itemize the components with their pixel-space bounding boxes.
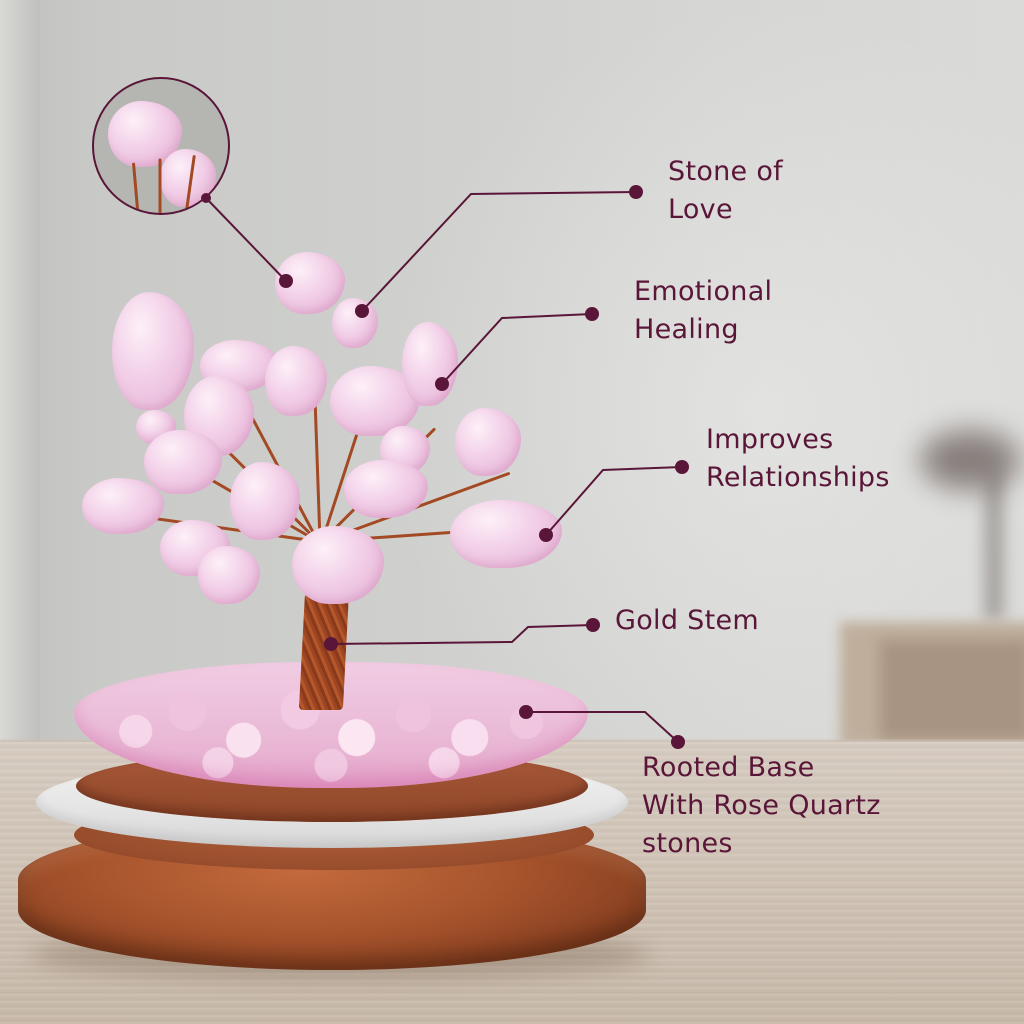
background-lamp-stem bbox=[985, 470, 1003, 620]
callout-label-rooted-base: Rooted Base With Rose Quartz stones bbox=[642, 749, 881, 863]
gold-stem-line bbox=[330, 624, 594, 645]
callout-dot bbox=[279, 274, 293, 288]
background-lamp bbox=[920, 430, 1020, 490]
zoom-callout-line bbox=[205, 197, 287, 282]
label-line: Stone of bbox=[668, 156, 783, 187]
callout-dot bbox=[355, 304, 369, 318]
quartz-stone bbox=[265, 346, 327, 416]
callout-dot bbox=[519, 705, 533, 719]
callout-dot bbox=[675, 460, 689, 474]
improves-relationships-line bbox=[545, 466, 683, 536]
quartz-stone bbox=[332, 298, 378, 348]
quartz-stone bbox=[230, 462, 300, 540]
quartz-stone bbox=[144, 430, 222, 494]
stone-of-love-line bbox=[361, 191, 637, 312]
label-line: With Rose Quartz bbox=[642, 790, 881, 821]
callout-dot bbox=[324, 637, 338, 651]
label-line: Relationships bbox=[706, 462, 890, 493]
quartz-stone bbox=[344, 460, 428, 518]
label-line: Emotional bbox=[634, 276, 773, 307]
wall-background bbox=[0, 0, 40, 745]
detail-zoom-circle bbox=[92, 77, 230, 215]
callout-dot bbox=[585, 307, 599, 321]
callout-label-stone-of-love: Stone of Love bbox=[668, 153, 783, 229]
callout-dot bbox=[435, 377, 449, 391]
label-line: Improves bbox=[706, 424, 834, 455]
callout-dot bbox=[586, 618, 600, 632]
label-line: Rooted Base bbox=[642, 752, 815, 783]
callout-dot bbox=[539, 528, 553, 542]
wall-light bbox=[380, 0, 1024, 745]
callout-label-emotional-healing: Emotional Healing bbox=[634, 273, 772, 349]
label-line: Love bbox=[668, 194, 733, 225]
callout-label-improves-relationships: Improves Relationships bbox=[706, 421, 890, 497]
background-cabinet-panel bbox=[880, 640, 1024, 740]
callout-label-gold-stem: Gold Stem bbox=[615, 602, 759, 640]
label-line: Gold Stem bbox=[615, 605, 760, 636]
label-line: stones bbox=[642, 828, 733, 859]
rooted-base-line bbox=[526, 711, 679, 743]
quartz-stone bbox=[292, 526, 384, 604]
quartz-stone bbox=[402, 322, 458, 406]
label-line: Healing bbox=[634, 314, 739, 345]
quartz-stone bbox=[82, 478, 164, 534]
callout-dot bbox=[629, 185, 643, 199]
quartz-stone bbox=[112, 292, 194, 410]
quartz-stone bbox=[198, 546, 260, 604]
quartz-stone bbox=[455, 408, 521, 476]
emotional-healing-line bbox=[441, 313, 593, 385]
callout-dot bbox=[201, 193, 211, 203]
callout-dot bbox=[671, 735, 685, 749]
